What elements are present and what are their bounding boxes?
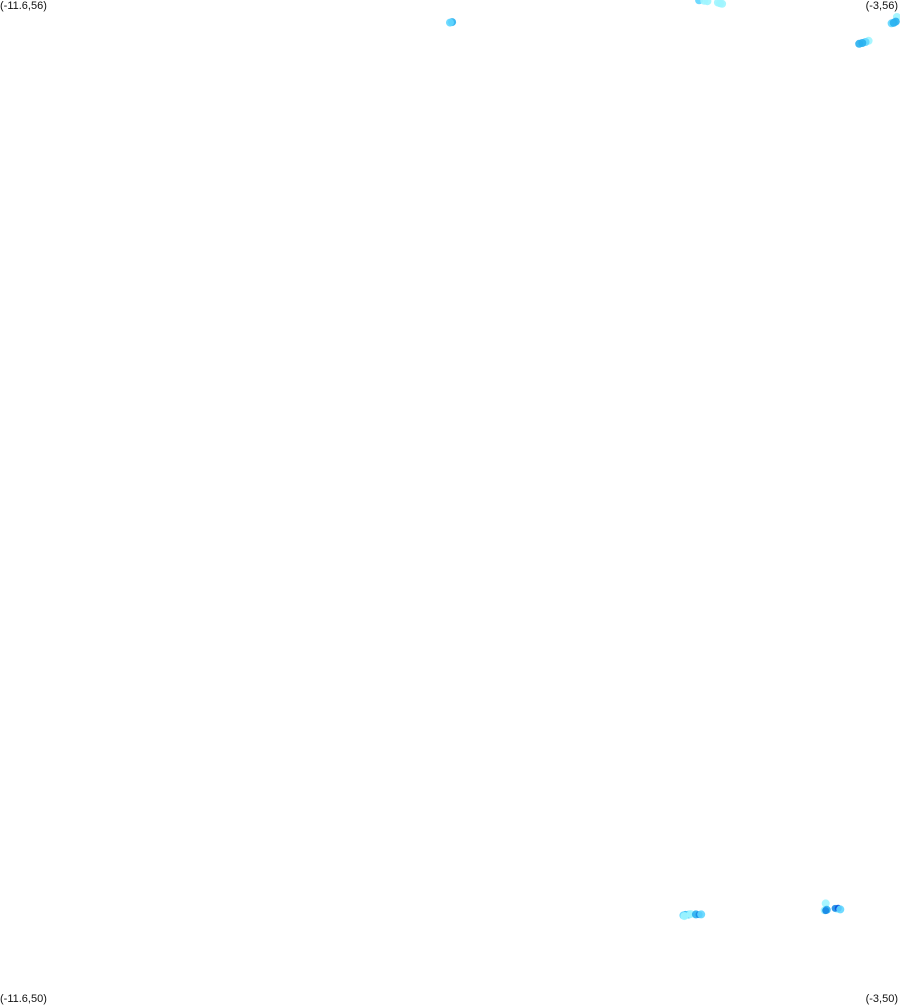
precip-cell [703, 0, 712, 6]
corner-label-bottom-left: (-11.6,50) [0, 993, 47, 1005]
precip-cell [889, 18, 898, 27]
precip-cell [855, 39, 864, 48]
precipitation-layer [446, 0, 900, 921]
precip-cell [836, 905, 845, 914]
precip-cell [821, 899, 830, 908]
precip-cell [446, 18, 454, 27]
precip-cell [697, 910, 706, 919]
corner-label-top-left: (-11.6,56) [0, 0, 47, 12]
precip-cell [822, 907, 830, 915]
corner-label-bottom-right: (-3,50) [865, 993, 898, 1005]
corner-label-top-right: (-3,56) [865, 0, 898, 12]
precip-cell [718, 0, 727, 8]
precip-cell [680, 912, 689, 921]
